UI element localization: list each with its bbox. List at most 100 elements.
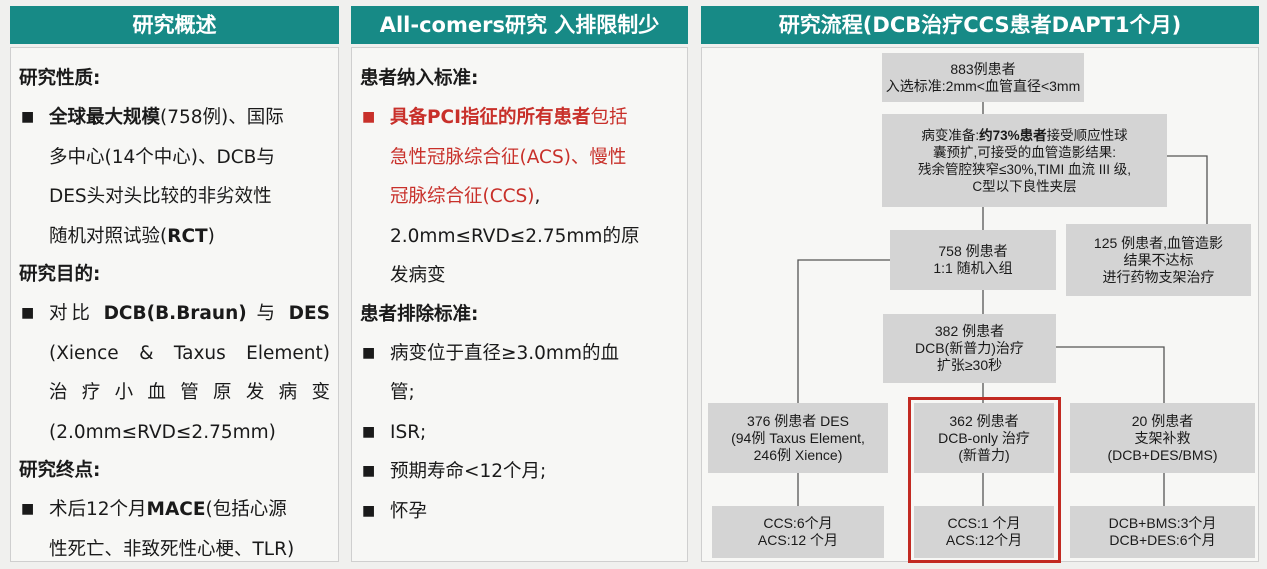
text-line: 急性冠脉综合征(ACS)、慢性 <box>390 138 679 178</box>
endpoint-text: 术后12个月MACE(包括心源性死亡、非致死性心梗、TLR) <box>49 490 330 569</box>
text-line: 预期寿命<12个月; <box>390 452 679 492</box>
bullet-square-icon: ■ <box>21 294 34 334</box>
flow-box-line: 376 例患者 DES <box>747 413 849 430</box>
text-line: 治 疗 小 血 管 原 发 病 变 <box>49 373 330 413</box>
nature-text: 全球最大规模(758例)、国际多中心(14个中心)、DCB与 DES头对头比较的非… <box>49 98 330 256</box>
aim-bullet: ■ 对比 DCB(B.Braun) 与 DES(Xience & Taxus E… <box>11 294 338 452</box>
bullet-square-icon: ■ <box>362 98 375 138</box>
panel-study-flow: 研究流程(DCB治疗CCS患者DAPT1个月) 883例患者入选标准:2mm<血… <box>701 6 1259 562</box>
bullet-square-icon: ■ <box>362 334 375 374</box>
nature-bullet: ■ 全球最大规模(758例)、国际多中心(14个中心)、DCB与 DES头对头比较… <box>11 98 338 256</box>
flow-box-line: DCB(新普力)治疗 <box>915 340 1024 357</box>
bullet-square-icon: ■ <box>362 492 375 532</box>
text-segment: (包括心源 <box>206 499 287 520</box>
flow-box-line: 1:1 随机入组 <box>933 260 1012 277</box>
text-line: 冠脉综合征(CCS), <box>390 177 679 217</box>
text-line: ISR; <box>390 413 679 453</box>
text-segment: , <box>535 186 541 207</box>
bullet-square-icon: ■ <box>362 452 375 492</box>
text-segment: 多中心(14个中心)、DCB与 <box>49 147 275 168</box>
text-segment: 发病变 <box>390 265 446 286</box>
text-line: (Xience & Taxus Element) <box>49 334 330 374</box>
text-segment: 术后12个月 <box>49 499 147 520</box>
inclusion-text: 具备PCI指征的所有患者包括急性冠脉综合征(ACS)、慢性冠脉综合征(CCS),… <box>390 98 679 296</box>
flow-box-enrolled: 883例患者入选标准:2mm<血管直径<3mm <box>882 53 1084 102</box>
bullet-square-icon: ■ <box>21 490 34 530</box>
text-line: (2.0mm≤RVD≤2.75mm) <box>49 413 330 453</box>
flow-box-line: 结果不达标 <box>1124 252 1194 269</box>
flow-box-line: 125 例患者,血管造影 <box>1094 235 1223 252</box>
bullet-square-icon: ■ <box>21 98 34 138</box>
flow-box-line: 20 例患者 <box>1132 413 1193 430</box>
text-line: 性死亡、非致死性心梗、TLR) <box>49 530 330 569</box>
text-line: 发病变 <box>390 256 679 296</box>
text-segment: 冠脉综合征(CCS) <box>390 186 535 207</box>
endpoint-bullet: ■ 术后12个月MACE(包括心源性死亡、非致死性心梗、TLR) <box>11 490 338 569</box>
text-line: 多中心(14个中心)、DCB与 <box>49 138 330 178</box>
flow-box-line: (DCB+DES/BMS) <box>1107 447 1217 464</box>
flow-box-line: 扩张≥30秒 <box>937 357 1002 374</box>
text-line: 术后12个月MACE(包括心源 <box>49 490 330 530</box>
flow-box-line: 入选标准:2mm<血管直径<3mm <box>886 78 1080 95</box>
text-segment: (758例)、国际 <box>160 107 284 128</box>
exclusion-item: ■ 预期寿命<12个月; <box>352 452 687 492</box>
flow-box-des-arm: 376 例患者 DES(94例 Taxus Element,246例 Xienc… <box>708 403 888 473</box>
text-segment: MACE <box>147 499 206 520</box>
text-line: 2.0mm≤RVD≤2.75mm的原 <box>390 217 679 257</box>
exclusion-item: ■ 怀孕 <box>352 492 687 532</box>
flow-box-line: 883例患者 <box>950 61 1015 78</box>
connector-line <box>1167 156 1207 224</box>
exclusion-item: ■病变位于直径≥3.0mm的血管; <box>352 334 687 413</box>
panel-header-flow: 研究流程(DCB治疗CCS患者DAPT1个月) <box>701 6 1259 44</box>
flow-box-line: DCB+BMS:3个月 <box>1109 515 1217 532</box>
text-segment: 随机对照试验( <box>49 226 167 247</box>
aim-text: 对比 DCB(B.Braun) 与 DES(Xience & Taxus Ele… <box>49 294 330 452</box>
flow-body: 883例患者入选标准:2mm<血管直径<3mm 病变准备:约73%患者接受顺应性… <box>701 47 1259 562</box>
text-line: 对比 DCB(B.Braun) 与 DES <box>49 294 330 334</box>
section-aim-title: 研究目的: <box>11 256 338 294</box>
panel-header-all-comers: All-comers研究 入排限制少 <box>351 6 688 44</box>
text-segment: 具备PCI指征的所有患者 <box>390 107 591 128</box>
text-segment: DCB(B.Braun) <box>104 303 247 324</box>
text-segment: ) <box>208 226 215 247</box>
text-line: 具备PCI指征的所有患者包括 <box>390 98 679 138</box>
flow-box-excluded: 125 例患者,血管造影结果不达标进行药物支架治疗 <box>1066 224 1251 296</box>
text-segment: RCT <box>167 226 207 247</box>
flow-box-line: 进行药物支架治疗 <box>1103 269 1215 286</box>
text-segment: 包括 <box>591 107 628 128</box>
flow-box-line: 382 例患者 <box>935 323 1004 340</box>
text-segment: DES头对头比较的非劣效性 <box>49 186 272 207</box>
connector-line <box>1056 347 1164 403</box>
flow-box-bailout-stent: 20 例患者支架补救(DCB+DES/BMS) <box>1070 403 1255 473</box>
text-segment: 与 <box>247 303 289 324</box>
flow-box-line: CCS:6个月 <box>763 515 832 532</box>
text-line: 随机对照试验(RCT) <box>49 217 330 257</box>
text-segment: (2.0mm≤RVD≤2.75mm) <box>49 422 276 443</box>
text-segment: DES <box>289 303 330 324</box>
text-line: 全球最大规模(758例)、国际 <box>49 98 330 138</box>
dcb-only-highlight-frame <box>908 397 1061 563</box>
text-segment: 2.0mm≤RVD≤2.75mm的原 <box>390 226 639 247</box>
section-inclusion-title: 患者纳入标准: <box>352 60 687 98</box>
panel-study-overview: 研究概述 研究性质: ■ 全球最大规模(758例)、国际多中心(14个中心)、D… <box>10 6 339 562</box>
flow-box-line: (94例 Taxus Element, <box>731 430 865 447</box>
flow-box-lesion-prep: 病变准备:约73%患者接受顺应性球 囊预扩,可接受的血管造影结果: 残余管腔狭窄… <box>882 114 1167 207</box>
text-line: 怀孕 <box>390 492 679 532</box>
connector-line <box>798 260 890 403</box>
text-segment: 治 疗 小 血 管 原 发 病 变 <box>49 382 330 403</box>
flow-box-line: ACS:12 个月 <box>758 532 838 549</box>
flow-box-line: 支架补救 <box>1135 430 1191 447</box>
exclusion-item: ■ ISR; <box>352 413 687 453</box>
criteria-body: 患者纳入标准: ■ 具备PCI指征的所有患者包括急性冠脉综合征(ACS)、慢性冠… <box>351 47 688 562</box>
panel-header-overview: 研究概述 <box>10 6 339 44</box>
section-endpoint-title: 研究终点: <box>11 452 338 490</box>
text-segment: 急性冠脉综合征(ACS)、慢性 <box>390 147 626 168</box>
bullet-square-icon: ■ <box>362 413 375 453</box>
flow-box-line: DCB+DES:6个月 <box>1109 532 1215 549</box>
text-segment: 全球最大规模 <box>49 107 160 128</box>
text-segment: 对比 <box>49 303 104 324</box>
